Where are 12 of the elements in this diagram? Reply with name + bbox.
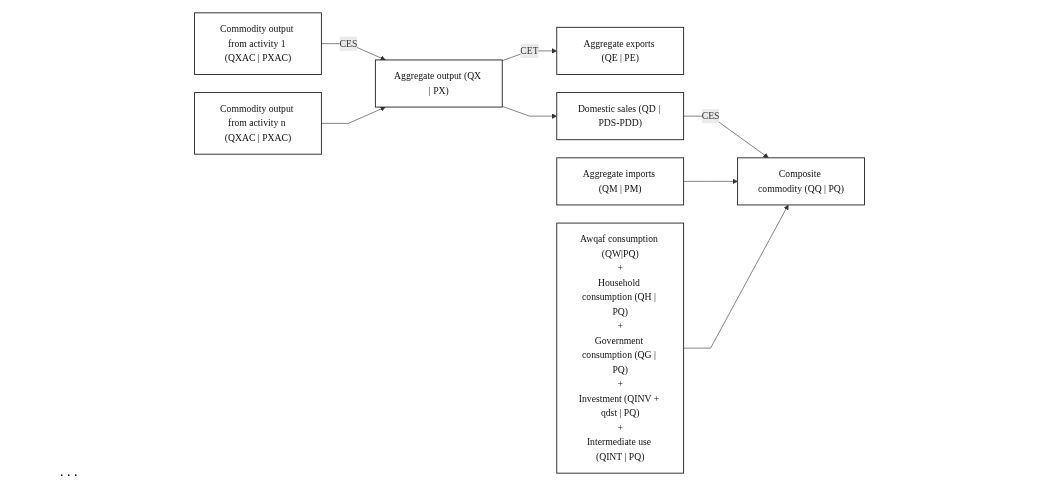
node-box: Aggregate exports (QE | PE) <box>556 26 685 75</box>
node-box: Aggregate output (QX | PX) <box>374 59 503 108</box>
node-box: Commodity output from activity 1 (QXAC | PXAC) <box>194 12 322 75</box>
edge-label: CET <box>520 45 539 56</box>
node-box: Awqaf consumption (QW|PQ) + Household consumption (QH | PQ) + Government consumption (QG | PQ) + Investment (QINV + qdst | PQ) + Intermediate use (QINT | PQ) <box>556 222 685 474</box>
edge-label: CES <box>339 38 358 49</box>
ellipsis-note: . . . <box>60 464 78 479</box>
node-box: Aggregate imports (QM | PM) <box>556 157 685 206</box>
node-box: Commodity output from activity n (QXAC | PXAC) <box>194 92 322 155</box>
node-box: Composite commodity (QQ | PQ) <box>737 157 865 206</box>
edge-label: CES <box>701 110 720 121</box>
node-box: Domestic sales (QD | PDS-PDD) <box>556 92 685 141</box>
